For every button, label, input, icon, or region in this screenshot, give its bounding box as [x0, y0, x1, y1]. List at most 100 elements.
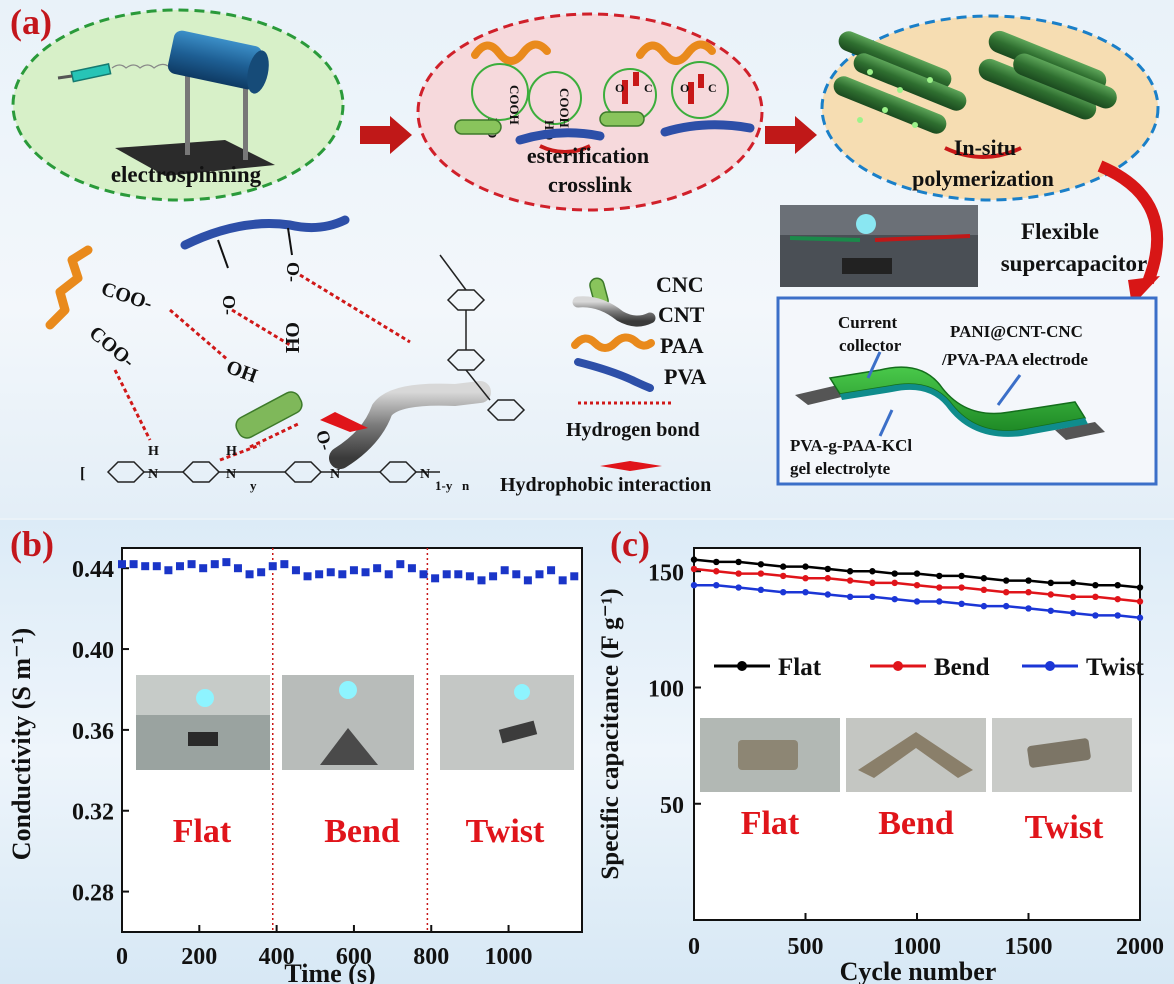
chem-label-nh: N: [148, 467, 158, 482]
data-point: [500, 566, 509, 575]
legend-label-cnc: CNC: [656, 272, 704, 297]
data-point: [1025, 588, 1032, 596]
ester-bond-icon: [622, 72, 704, 104]
data-point: [802, 588, 809, 596]
chem-label-y: y: [250, 478, 257, 493]
pva-chain: [660, 120, 755, 137]
data-point: [1114, 612, 1121, 619]
data-point: [980, 575, 988, 582]
data-point: [936, 598, 943, 605]
chem-label-o: O-: [219, 295, 239, 315]
data-point: [396, 560, 405, 569]
binding-site-circle: [528, 71, 582, 125]
x-tick-label: 1500: [1005, 934, 1053, 960]
wire: [874, 234, 971, 242]
data-point: [1136, 584, 1144, 591]
polymerization-arrow: [944, 146, 1022, 159]
hydrogen-bond: [231, 308, 291, 347]
data-point: [129, 560, 138, 569]
legend-marker: [1045, 661, 1055, 671]
data-point: [547, 566, 556, 575]
data-point: [869, 579, 876, 587]
x-tick-label: 600: [336, 944, 372, 970]
chem-label-coo: COO-: [85, 322, 139, 372]
legend-cnt-icon: [572, 296, 656, 327]
collector-post: [185, 70, 190, 155]
data-point: [1069, 579, 1077, 587]
hydrogen-bond: [219, 443, 261, 462]
pani-chain: [106, 254, 526, 483]
data-point: [233, 564, 242, 573]
chem-label-h: H: [148, 444, 159, 459]
chem-label-oh: OH: [223, 356, 260, 387]
inset-photos: [700, 718, 1132, 792]
data-point: [257, 568, 266, 577]
state-label-bend: Bend: [324, 813, 400, 850]
data-point: [1047, 591, 1054, 598]
data-point: [980, 586, 988, 594]
data-point: [891, 595, 898, 603]
data-point: [802, 563, 809, 570]
legend-label-pva: PVA: [664, 364, 706, 389]
drum-end: [247, 50, 269, 94]
data-point: [419, 570, 428, 579]
x-tick-label: 200: [181, 944, 217, 970]
paa-chain: [471, 40, 551, 65]
hydrophobic-marker: [320, 412, 368, 432]
data-point: [780, 572, 787, 580]
x-axis-label: Cycle number: [840, 957, 997, 984]
series: [690, 556, 1144, 621]
cnc-rod: [454, 119, 502, 135]
data-point: [373, 564, 382, 573]
x-axis-label: Time (s): [284, 959, 375, 984]
data-point: [280, 560, 289, 569]
panel-letter-c: (c): [610, 524, 650, 564]
process-arrow: [765, 116, 817, 154]
state-label-flat: Flat: [741, 805, 800, 842]
paa-chain: [45, 245, 93, 330]
current-collector-left: [795, 385, 850, 405]
chem-label-pani: [: [80, 465, 85, 482]
legend-label-hydrophobic: Hydrophobic interaction: [500, 474, 711, 496]
data-points: [118, 558, 579, 585]
x-tick-label: 0: [116, 944, 128, 970]
state-label-bend: Bend: [878, 805, 954, 842]
data-point: [757, 561, 765, 568]
x-tick-label: 400: [259, 944, 295, 970]
chem-label-n-sub: n: [462, 478, 470, 493]
data-point: [1047, 579, 1054, 587]
state-dividers: [272, 548, 429, 932]
data-point: [891, 579, 898, 587]
data-point: [690, 565, 698, 573]
hydrogen-bond: [169, 308, 229, 362]
pointer-arrow: [866, 351, 882, 379]
chem-label-h: H: [226, 444, 237, 459]
data-point: [802, 575, 809, 582]
data-point: [824, 575, 831, 582]
data-point: [780, 563, 787, 570]
y-tick-label: 100: [648, 677, 684, 703]
data-point: [846, 593, 854, 601]
legend-paa-icon: [571, 333, 655, 352]
state-label-twist: Twist: [466, 813, 545, 850]
pva-chain: [515, 128, 605, 145]
data-point: [846, 568, 854, 575]
panel-letter-b: (b): [10, 524, 54, 564]
data-point: [361, 568, 370, 577]
data-point: [477, 576, 486, 585]
panel-letter-a: (a): [10, 2, 52, 42]
data-point: [713, 558, 720, 566]
data-point: [780, 588, 787, 596]
wire: [789, 236, 861, 242]
data-point: [489, 572, 498, 581]
binding-site-circle: [671, 61, 729, 119]
data-point: [175, 562, 184, 571]
device-label: /PVA-PAA electrode: [941, 350, 1088, 369]
state-label-flat: Flat: [173, 813, 232, 850]
data-point: [118, 560, 126, 569]
data-point: [1114, 595, 1121, 603]
legend-label-flat: Flat: [778, 654, 822, 681]
